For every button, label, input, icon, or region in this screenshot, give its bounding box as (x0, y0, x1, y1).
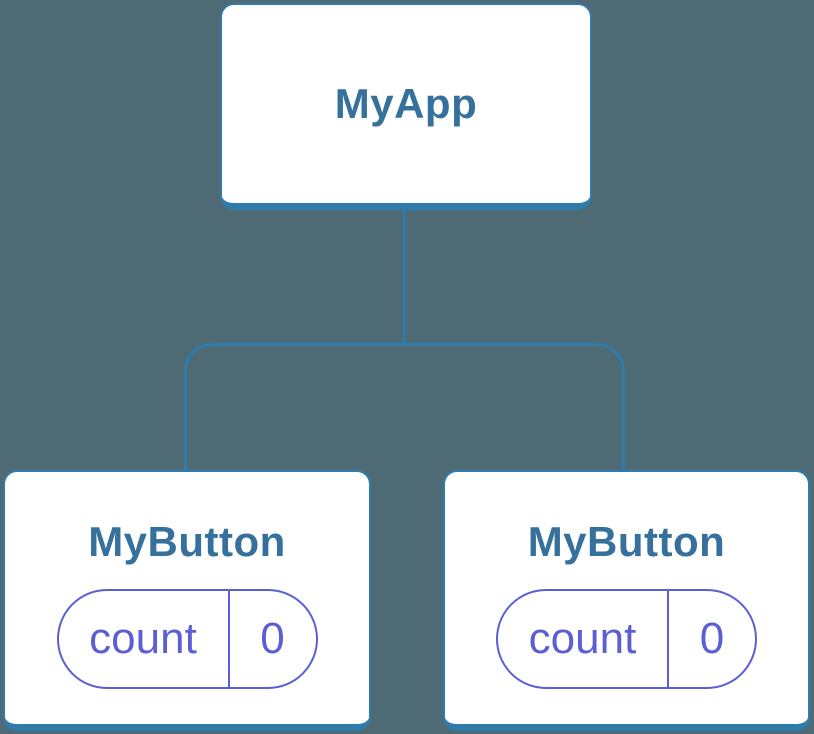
state-value: 0 (227, 591, 316, 687)
state-pill: count 0 (496, 589, 757, 689)
tree-node-mybutton-left: MyButton count 0 (3, 470, 371, 731)
state-pill: count 0 (56, 589, 318, 689)
edge-children-bracket (184, 343, 625, 471)
tree-node-mybutton-right: MyButton count 0 (443, 470, 810, 731)
edge-root-stem (403, 210, 406, 344)
state-key: count (528, 614, 637, 663)
state-value: 0 (667, 591, 755, 687)
node-title: MyButton (88, 518, 286, 565)
node-title: MyButton (527, 518, 726, 565)
state-key: count (89, 614, 197, 663)
tree-node-myapp: MyApp (220, 3, 592, 210)
node-title: MyApp (334, 80, 478, 127)
